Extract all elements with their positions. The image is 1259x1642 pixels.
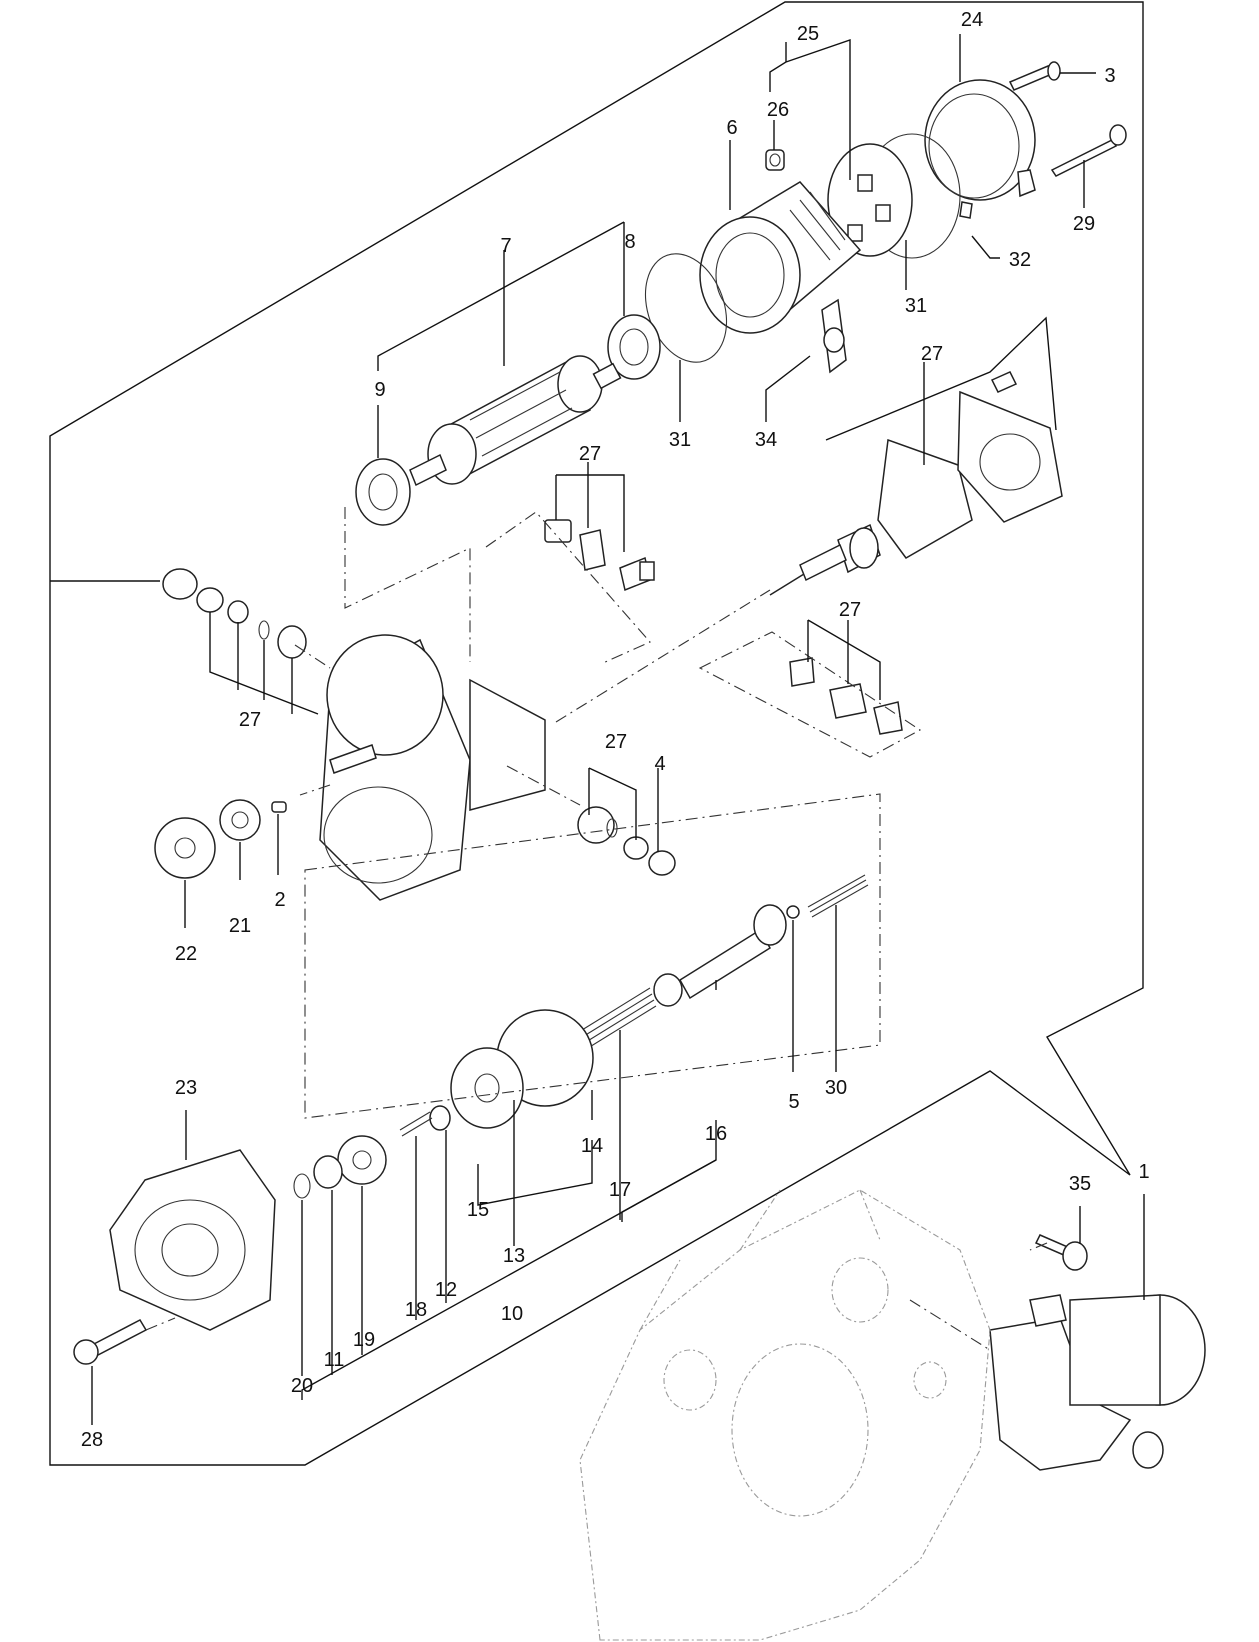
pinion-shaft-16: [653, 904, 787, 1007]
leader-lines: [91, 34, 1145, 1425]
callout-35: 35: [1069, 1173, 1091, 1195]
callout-2: 2: [274, 889, 285, 911]
callout-31-upper: 31: [905, 295, 927, 317]
callout-24: 24: [961, 9, 983, 31]
plunger: [769, 523, 881, 596]
callout-7: 7: [500, 235, 511, 257]
callout-13: 13: [503, 1245, 525, 1267]
callout-29: 29: [1073, 213, 1095, 235]
callout-6: 6: [726, 117, 737, 139]
spring-18: [399, 1111, 433, 1137]
flywheel-housing-ghost: [579, 1189, 991, 1641]
switch-housing: [319, 634, 546, 901]
callout-10: 10: [501, 1303, 523, 1325]
front-housing-23: [109, 1149, 276, 1331]
callout-30: 30: [825, 1077, 847, 1099]
callout-27-plate: 27: [921, 343, 943, 365]
callout-15: 15: [467, 1199, 489, 1221]
bearing-9: [355, 458, 411, 526]
brush-26: [765, 149, 785, 171]
clutch-assembly-13: [450, 1009, 594, 1129]
starter-assembly-1: [989, 1294, 1206, 1471]
callout-14: 14: [581, 1135, 603, 1157]
callout-16: 16: [705, 1123, 727, 1145]
callout-1: 1: [1138, 1161, 1149, 1183]
retainer-12: [429, 1105, 451, 1131]
callout-labels: 25 24 3 26 6 29 7 8 32 31 27 9 31 34 27 …: [81, 9, 1150, 1451]
callout-20: 20: [291, 1375, 313, 1397]
callout-3: 3: [1104, 65, 1115, 87]
callout-18: 18: [405, 1299, 427, 1321]
spring-30: [807, 874, 869, 918]
bearing-8: [607, 314, 661, 380]
callout-23: 23: [175, 1077, 197, 1099]
callout-19: 19: [353, 1329, 375, 1351]
callout-28: 28: [81, 1429, 103, 1451]
callout-5: 5: [788, 1091, 799, 1113]
ball-5: [786, 905, 800, 919]
callout-32: 32: [1009, 249, 1031, 271]
gasket-plate-27: [877, 371, 1063, 559]
callout-34: 34: [755, 429, 777, 451]
armature-7: [409, 355, 622, 487]
idle-gear-22: [154, 817, 216, 879]
pin-2: [271, 801, 287, 813]
snap-ring-20: [293, 1173, 311, 1199]
callout-17: 17: [609, 1179, 631, 1201]
assembly-guides: [145, 507, 1048, 1351]
callout-9: 9: [374, 379, 385, 401]
stop-ring-11: [313, 1155, 343, 1189]
spring-17: [581, 987, 657, 1049]
callout-12: 12: [435, 1279, 457, 1301]
callout-8: 8: [624, 231, 635, 253]
shift-lever-34: [821, 298, 847, 374]
callout-27-terminal-top: 27: [579, 443, 601, 465]
callout-26: 26: [767, 99, 789, 121]
callout-4: 4: [654, 753, 665, 775]
callout-27-left: 27: [239, 709, 261, 731]
assembly-boundary: [49, 1, 1144, 1466]
callout-25: 25: [797, 23, 819, 45]
callout-27-right: 27: [605, 731, 627, 753]
collar-21: [219, 799, 261, 841]
nut-washer-set-27-right: [577, 806, 676, 876]
pinion-gear-19: [337, 1135, 387, 1185]
callout-31-middle: 31: [669, 429, 691, 451]
bolt-35: [1034, 1234, 1088, 1271]
callout-22: 22: [175, 943, 197, 965]
end-cover-24: [924, 79, 1036, 219]
brush-holder-25: [827, 143, 913, 257]
terminal-parts-27-upper: [544, 519, 655, 592]
callout-27-terminal-right: 27: [839, 599, 861, 621]
callout-11: 11: [324, 1349, 345, 1371]
callout-21: 21: [229, 915, 251, 937]
screw-28: [73, 1319, 148, 1365]
nut-washer-set-27-left: [162, 568, 307, 659]
terminal-parts-27-right: [789, 657, 903, 735]
through-bolt-29: [1050, 124, 1127, 177]
screw-3: [1008, 61, 1061, 91]
